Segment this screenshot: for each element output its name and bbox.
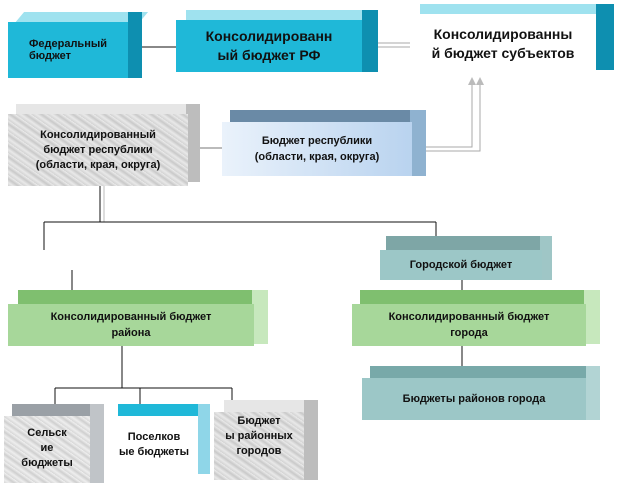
federal-budget-label: Федеральный бюджет	[29, 38, 107, 62]
edge-republic-to-subjects	[410, 77, 476, 148]
consolidated-rf-label: Консолидированн ый бюджет РФ	[205, 28, 333, 63]
district-city-budgets-label: Бюджет ы районных городов	[225, 415, 293, 457]
city-budget-label: Городской бюджет	[409, 259, 513, 271]
consolidated-republic-label: Консолидированный бюджет республики (обл…	[35, 128, 161, 171]
edge-republic-to-subjects-2	[410, 77, 484, 152]
rural-budgets-label: Сельск ие бюджеты	[21, 427, 73, 469]
consolidated-subjects-label: Консолидированны й бюджет субъектов	[431, 26, 575, 61]
city-district-budgets-label: Бюджеты районов города	[402, 393, 546, 405]
settlement-budgets-label: Поселков ые бюджеты	[118, 431, 189, 458]
consolidated-district-label: Консолидированный бюджет района	[50, 311, 212, 339]
consolidated-city-label: Консолидированный бюджет города	[388, 311, 550, 339]
republic-budget-label: Бюджет республики (области, края, округа…	[254, 135, 380, 163]
